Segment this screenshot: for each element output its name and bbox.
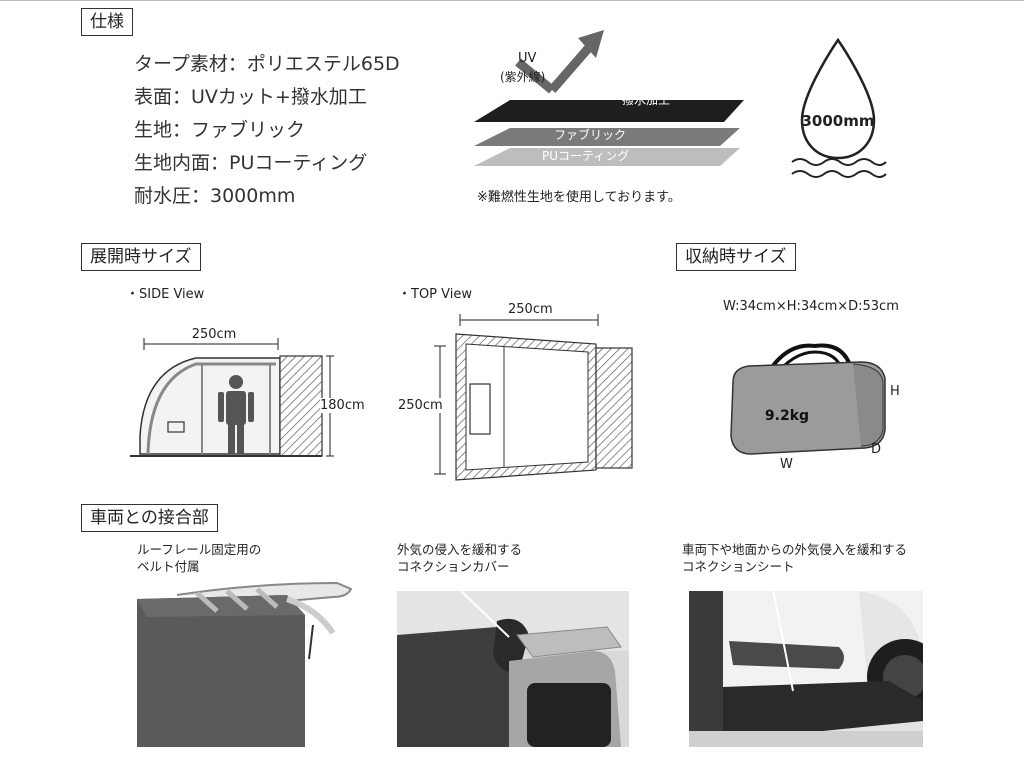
storage-bag-drawing: 9.2kg (730, 343, 886, 455)
uv-sub-label: (紫外線) (500, 69, 545, 84)
storage-weight: 9.2kg (765, 408, 809, 424)
spec-line-inner: 生地内面：PUコーティング (134, 152, 368, 174)
spec-line-material: タープ素材：ポリエステル65D (134, 53, 400, 75)
spec-line-surface: 表面：UVカット+撥水加工 (134, 86, 367, 108)
layer-mid-label: ファブリック (554, 127, 626, 142)
deployed-size-section-label: 展開時サイズ (81, 243, 201, 271)
storage-h-label: H (890, 384, 900, 399)
side-width-label: 250cm (192, 327, 237, 342)
spec-line-fabric: 生地：ファブリック (134, 119, 306, 141)
top-view-title: ・TOP View (398, 287, 472, 302)
joint-caption-3: 車両下や地面からの外気侵入を緩和するコネクションシート (682, 542, 908, 574)
flame-retardant-note: ※難燃性生地を使用しております。 (477, 190, 681, 205)
layer-top-label: 撥水加工 (622, 92, 670, 107)
side-view-title: ・SIDE View (126, 287, 205, 302)
joint-caption-2: 外気の侵入を緩和するコネクションカバー (397, 542, 523, 574)
uv-label: UV (518, 51, 537, 66)
roof-rail-belt-photo (137, 575, 357, 747)
top-rule (0, 0, 1024, 1)
top-depth-label: 250cm (398, 398, 443, 413)
storage-d-label: D (871, 442, 882, 457)
storage-w-label: W (780, 457, 793, 472)
top-width-label: 250cm (508, 302, 553, 317)
spec-section-label: 仕様 (81, 8, 133, 36)
joint-caption-1: ルーフレール固定用のベルト付属 (137, 542, 262, 574)
side-view-drawing: 250cm (130, 327, 334, 457)
water-drop-icon: 3000mm (791, 37, 887, 178)
water-drop-label: 3000mm (801, 112, 874, 130)
storage-size-section-label: 収納時サイズ (676, 243, 796, 271)
top-view-drawing (434, 314, 633, 481)
storage-dimensions: W:34cm×H:34cm×D:53cm (723, 299, 899, 314)
fabric-layer-diagram: UV (紫外線) 撥水加工 ファブリック PUコーティング (474, 30, 744, 166)
layer-bottom-label: PUコーティング (542, 149, 629, 163)
vehicle-joint-section-label: 車両との接合部 (81, 504, 218, 532)
connection-cover-photo (397, 591, 629, 747)
connection-sheet-photo (689, 591, 923, 747)
side-height-label: 180cm (320, 398, 365, 413)
spec-line-water-pressure: 耐水圧：3000mm (134, 185, 296, 207)
